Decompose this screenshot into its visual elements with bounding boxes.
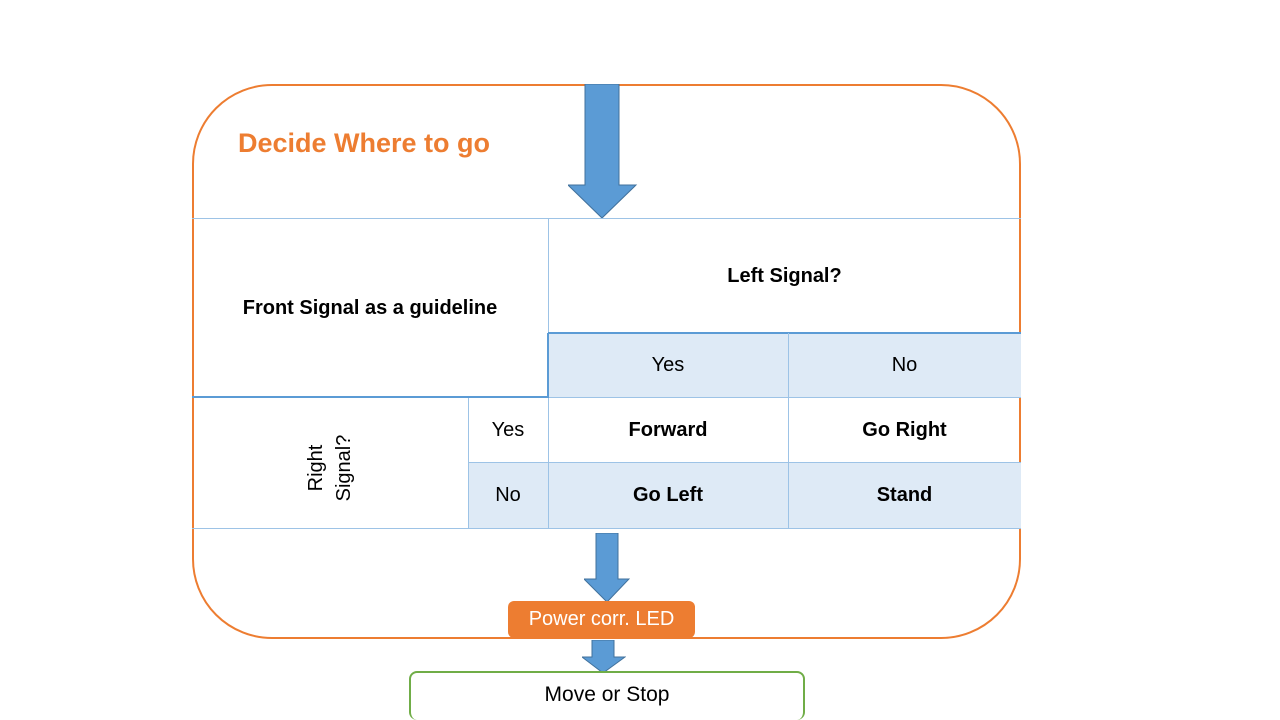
grid-line [468, 462, 1021, 463]
down-arrow-middle-icon [584, 533, 630, 603]
grid-line [548, 219, 549, 333]
row-option-yes-cell: Yes [468, 398, 548, 463]
grid-line [547, 333, 549, 398]
column-option-yes: Yes [651, 354, 685, 376]
grid-line [548, 398, 549, 528]
outcome-cell-go-right: Go Right [788, 398, 1021, 463]
column-header-cell: Left Signal? [548, 219, 1021, 333]
row-option-yes: Yes [491, 419, 525, 441]
row-option-no-cell: No [468, 463, 548, 528]
grid-line [192, 396, 549, 398]
outcome-forward: Forward [628, 419, 708, 441]
down-arrow-top-icon [568, 84, 638, 219]
grid-line [549, 397, 1021, 398]
column-option-yes-cell: Yes [548, 333, 788, 398]
column-option-no-cell: No [788, 333, 1021, 398]
column-option-no: No [891, 354, 918, 376]
grid-line [548, 332, 1021, 334]
outcome-stand: Stand [876, 484, 933, 506]
outcome-cell-stand: Stand [788, 463, 1021, 528]
move-or-stop-box: Move or Stop [409, 671, 805, 720]
power-led-box: Power corr. LED [508, 601, 695, 638]
row-option-no: No [495, 484, 521, 506]
grid-line [192, 528, 1021, 529]
row-header-label: Right Signal? [305, 434, 355, 502]
grid-line [468, 398, 469, 528]
corner-label: Front Signal as a guideline [242, 296, 498, 319]
column-header-label: Left Signal? [727, 264, 842, 287]
outcome-cell-go-left: Go Left [548, 463, 788, 528]
outcome-cell-forward: Forward [548, 398, 788, 463]
grid-line [788, 333, 789, 528]
outcome-go-left: Go Left [633, 484, 703, 506]
down-arrow-bottom-icon [582, 640, 626, 674]
outcome-go-right: Go Right [862, 419, 947, 441]
diagram-title: Decide Where to go [238, 128, 491, 158]
grid-line [192, 218, 1021, 219]
corner-cell: Front Signal as a guideline [192, 219, 548, 397]
